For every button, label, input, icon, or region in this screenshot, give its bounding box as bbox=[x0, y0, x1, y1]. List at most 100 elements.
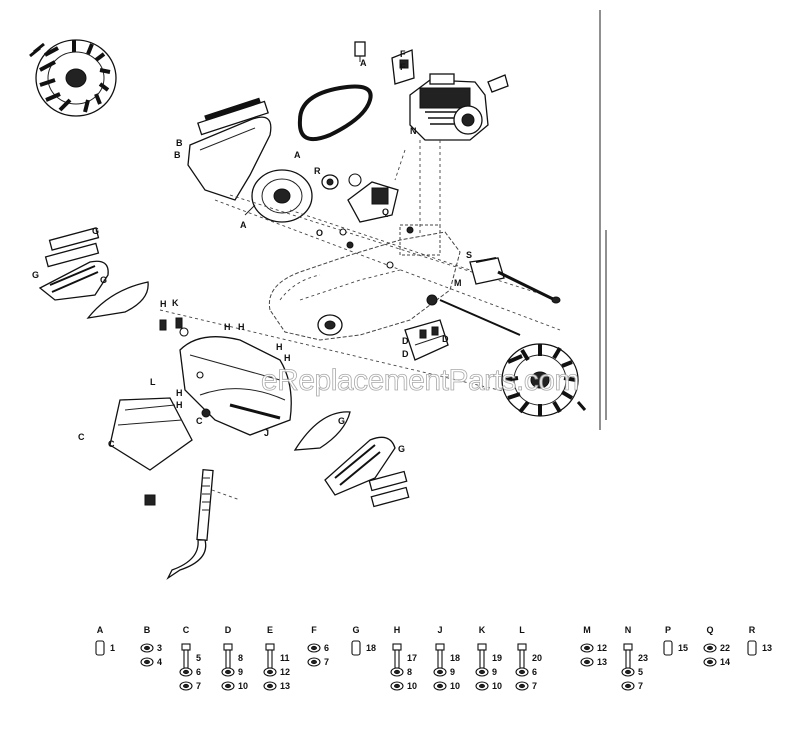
legend-part-number: 9 bbox=[492, 667, 497, 677]
legend-part-number: 13 bbox=[597, 657, 607, 667]
legend-part-number: 18 bbox=[366, 643, 376, 653]
legend-letter: H bbox=[394, 625, 401, 635]
transmission-housing bbox=[268, 224, 461, 341]
washer-hole-icon bbox=[437, 669, 443, 675]
callout-label: O bbox=[316, 228, 323, 238]
washer-hole-icon bbox=[394, 683, 400, 689]
washer-hole-icon bbox=[183, 669, 189, 675]
hitch-bracket bbox=[404, 319, 449, 361]
washer-hole-icon bbox=[707, 659, 713, 665]
belt-guard bbox=[187, 97, 272, 201]
washer-hole-icon bbox=[394, 669, 400, 675]
legend-part-number: 4 bbox=[157, 657, 162, 667]
legend-part-number: 10 bbox=[450, 681, 460, 691]
legend-group-p: P15 bbox=[663, 625, 688, 656]
legend-part-number: 3 bbox=[157, 643, 162, 653]
callout-label: S bbox=[466, 250, 472, 260]
washer-hole-icon bbox=[479, 669, 485, 675]
legend-letter: F bbox=[311, 625, 317, 635]
callout-label: D bbox=[402, 336, 409, 346]
guide-line-3 bbox=[394, 149, 406, 181]
legend-part-number: 6 bbox=[532, 667, 537, 677]
legend-letter: K bbox=[479, 625, 486, 635]
bolt-head-icon bbox=[435, 643, 445, 651]
callout-label: F bbox=[400, 62, 406, 72]
bolt-shank-icon bbox=[394, 649, 400, 669]
hood-flap bbox=[109, 397, 193, 471]
pulley bbox=[244, 169, 313, 223]
legend-letter: G bbox=[352, 625, 359, 635]
legend-part-number: 23 bbox=[638, 653, 648, 663]
legend-letter: A bbox=[97, 625, 104, 635]
callout-label: C bbox=[196, 416, 203, 426]
callout-label: R bbox=[314, 166, 321, 176]
washer-hole-icon bbox=[225, 669, 231, 675]
legend-part-number: 5 bbox=[196, 653, 201, 663]
legend-group-r: R 13 bbox=[747, 625, 772, 656]
washer-hole-icon bbox=[225, 683, 231, 689]
pin-icon bbox=[747, 640, 757, 656]
callout-label: D bbox=[402, 349, 409, 359]
washer-hole-icon bbox=[311, 645, 317, 651]
legend-letter: B bbox=[144, 625, 151, 635]
bolt-head-icon bbox=[223, 643, 233, 651]
legend-part-number: 19 bbox=[492, 653, 502, 663]
callout-label: D bbox=[442, 334, 449, 344]
callout-label: A bbox=[360, 58, 367, 68]
legend-group-b: B3 4 bbox=[140, 625, 162, 667]
legend-letter: D bbox=[225, 625, 232, 635]
callout-label: F bbox=[400, 49, 406, 59]
washer-hole-icon bbox=[437, 683, 443, 689]
legend-part-number: 5 bbox=[638, 667, 643, 677]
callout-label: L bbox=[150, 377, 156, 387]
legend-part-number: 6 bbox=[324, 643, 329, 653]
callout-label: B bbox=[176, 138, 183, 148]
callout-label: H bbox=[284, 353, 291, 363]
legend-group-d: D 8 9 10 bbox=[221, 625, 248, 691]
depth-bar bbox=[166, 468, 241, 580]
bolt-head-icon bbox=[477, 643, 487, 651]
callout-label: H bbox=[160, 299, 167, 309]
callout-label: H bbox=[276, 342, 283, 352]
legend-letter: E bbox=[267, 625, 273, 635]
legend-part-number: 1 bbox=[110, 643, 115, 653]
bolt-shank-icon bbox=[625, 649, 631, 669]
wheel-top-left bbox=[29, 39, 117, 117]
legend-part-number: 13 bbox=[280, 681, 290, 691]
legend-part-number: 8 bbox=[238, 653, 243, 663]
hardware-pieces bbox=[144, 226, 438, 506]
legend-part-number: 13 bbox=[762, 643, 772, 653]
legend-part-number: 10 bbox=[238, 681, 248, 691]
engine bbox=[409, 73, 509, 141]
legend-part-number: 22 bbox=[720, 643, 730, 653]
legend-part-number: 12 bbox=[280, 667, 290, 677]
bolt-head-icon bbox=[265, 643, 275, 651]
legend-part-number: 9 bbox=[450, 667, 455, 677]
washer-hole-icon bbox=[707, 645, 713, 651]
callout-label: C bbox=[108, 439, 115, 449]
legend-part-number: 12 bbox=[597, 643, 607, 653]
pin-icon bbox=[663, 640, 673, 656]
washer-hole-icon bbox=[519, 683, 525, 689]
legend-part-number: 17 bbox=[407, 653, 417, 663]
legend-part-number: 7 bbox=[324, 657, 329, 667]
callout-label: G bbox=[100, 275, 107, 285]
washer-hole-icon bbox=[584, 659, 590, 665]
legend-letter: R bbox=[749, 625, 756, 635]
bolt-head-icon bbox=[517, 643, 527, 651]
washer-hole-icon bbox=[267, 669, 273, 675]
washer-hole-icon bbox=[267, 683, 273, 689]
callout-label: J bbox=[264, 428, 269, 438]
legend-part-number: 9 bbox=[238, 667, 243, 677]
washer-hole-icon bbox=[311, 659, 317, 665]
callout-label: C bbox=[78, 432, 85, 442]
legend-group-a: A1 bbox=[95, 625, 115, 656]
engine-bracket bbox=[354, 41, 415, 85]
washer-hole-icon bbox=[183, 683, 189, 689]
